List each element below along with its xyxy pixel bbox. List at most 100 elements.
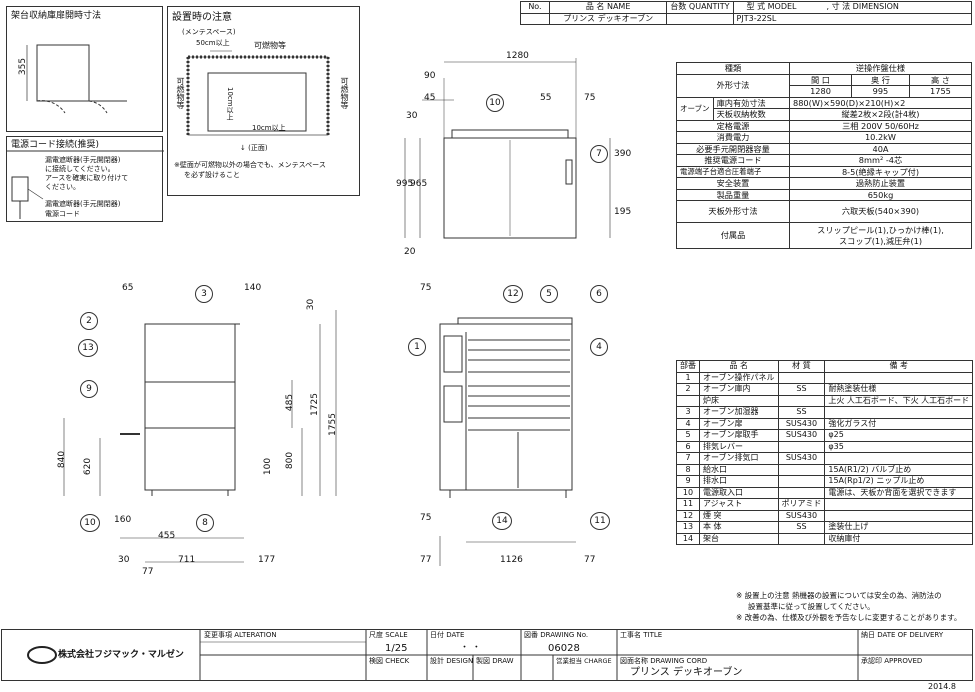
install-note-box: 設置時の注意 (メンテスペース) 50cm以上 可燃物等 可燃物等 可燃物等 1… [167,6,360,196]
install-d10v: 10cm以上 [226,87,234,121]
power-l2: に接続してください。 [45,165,115,173]
footer-drawing-no-value: 06028 [548,643,580,654]
power-l5: 漏電遮断器(手元開閉器) [45,200,121,208]
sv-callout-9: 9 [80,380,98,398]
footer-title-label: 工事名 TITLE [620,631,663,639]
company-name: 株式会社フジマック・マルゼン [58,650,184,660]
install-note1: ※壁面が可燃物以外の場合でも、メンテスペース [174,161,326,169]
sv-160: 160 [114,515,132,525]
footer-cord-label: 図面名称 DRAWING CORD [620,657,708,665]
power-l3: アースを確実に取り付けて [45,174,129,182]
note-1: ※ 設置上の注意 熱機器の設置については安全の為、消防法の [736,591,942,600]
footer-scale-label: 尺度 SCALE [369,631,408,639]
power-l6: 電源コード [45,210,80,218]
tv-965: 965 [410,179,428,189]
sv-77: 77 [142,567,154,577]
power-cord-box: 電源コード接続(推奨) 漏電遮断器(手元開閉器) に接続してください。 アースを… [6,136,164,222]
tv-1280: 1280 [506,51,529,61]
install-d10h: 10cm以上 [252,124,286,132]
footer-alteration: 変更事項 ALTERATION [204,631,277,639]
company-logo-icon [27,646,57,664]
parts-cell-no: 12 [676,509,700,522]
tv-995: 995 [396,179,414,189]
fv-callout-12: 12 [503,285,523,303]
tv-20: 20 [404,247,416,257]
footer-date-label: 日付 DATE [430,631,465,639]
fv-77: 77 [420,555,432,565]
spec-consumption: 消費電力 [676,131,790,144]
sv-callout-2: 2 [80,312,98,330]
note-2: 設置基準に従って設置してください。 [748,602,875,611]
footer-scale-value: 1/25 [385,643,408,654]
parts-cell-mat: SUS430 [777,509,826,522]
fv-75: 75 [420,283,432,293]
spec-acc: 付属品 [676,222,790,249]
fv-callout-14: 14 [492,512,512,530]
hdr-model-value: PJT3-22SL [732,12,973,25]
note-3: ※ 改善の為、仕様及び外観を予告なしに変更することがあります。 [736,613,962,622]
fv-77b: 77 [584,555,596,565]
spec-breaker-v: 40A [789,142,972,155]
parts-cell-no: 8 [676,463,700,476]
parts-cell-name: 煙 突 [699,509,779,522]
spec-power-v: 三相 200V 50/60Hz [789,119,972,132]
tv-75: 75 [584,93,596,103]
footer-date-value: ・ ・ [460,643,481,653]
storage-door-sketch [26,44,127,114]
power-l1: 漏電遮断器(手元開閉器) [45,156,121,164]
spec-cord: 推奨電源コード [676,154,790,167]
hdr-no-label: No. [520,1,550,14]
parts-cell-note: 収納庫付 [824,532,974,545]
tv-30: 30 [406,111,418,121]
install-side-left: 可燃物等 [176,77,185,109]
footer-draw-label: 製図 DRAW [476,657,514,665]
power-l4: ください。 [45,183,80,191]
fv-callout-11: 11 [590,512,610,530]
install-maint: (メンテスペース) [182,28,236,36]
power-title: 電源コード接続(推奨) [11,140,100,150]
spec-acc-v1: スリップピール(1),ひっかけ棒(1), [817,225,944,236]
fv-1126: 1126 [500,555,523,565]
footer-design-label: 設計 DESIGN [430,657,474,665]
parts-cell-note: 塗装仕上げ [824,521,974,534]
footer-cord-value: プリンス デッキオーブン [630,667,743,678]
tv-90: 90 [424,71,436,81]
fv-callout-1: 1 [408,338,426,356]
footer-charge-label: 営業担当 CHARGE [556,657,612,665]
sv-callout-8: 8 [196,514,214,532]
parts-cell-no: 6 [676,440,700,453]
tv-callout-7: 7 [590,145,608,163]
parts-cell-no: 7 [676,452,700,465]
install-title: 設置時の注意 [172,12,232,23]
parts-cell-no: 14 [676,532,700,545]
parts-cell-no: 13 [676,521,700,534]
sv-30b: 30 [118,555,130,565]
sv-711: 711 [178,555,196,565]
sv-177: 177 [258,555,276,565]
fv-callout-5: 5 [540,285,558,303]
install-note2: を必ず設けること [184,171,240,179]
spec-outer: 外形寸法 [676,73,790,98]
sv-callout-3: 3 [195,285,213,303]
spec-consumption-v: 10.2kW [789,131,972,144]
storage-door-box: 架台収納庫扉開時寸法 355 [6,6,163,132]
tv-callout-10: 10 [486,94,504,112]
install-combustible: 可燃物等 [254,41,286,50]
hdr-name-label: 品 名 NAME [548,1,668,14]
footer-drawing-no-label: 図番 DRAWING No. [524,631,589,639]
tv-390: 390 [614,149,632,159]
sv-callout-10: 10 [80,514,100,532]
parts-cell-note [824,509,974,522]
